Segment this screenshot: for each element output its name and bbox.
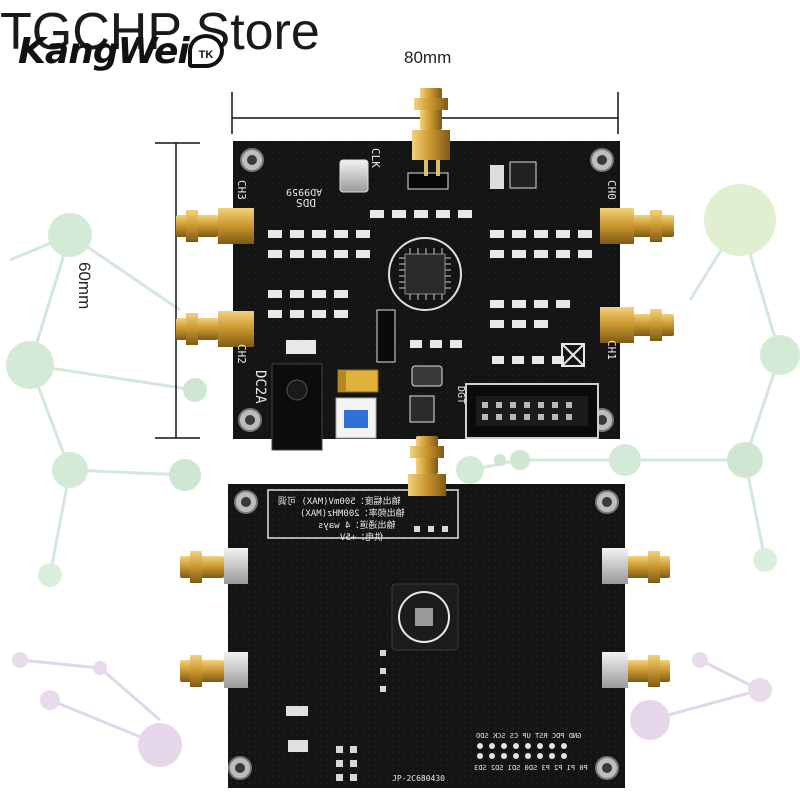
silk-ch3: CH3 [235, 180, 248, 200]
sma-connector-back-top [408, 436, 446, 496]
pin-row-top: GND PDC RST UP CS SCK SDO [476, 732, 582, 740]
silk-ch1: CH1 [605, 340, 618, 360]
silk-dgt: DGT [455, 386, 466, 405]
height-dimension-label: 60mm [75, 262, 94, 310]
spec-line-4: 供电：+5V [340, 533, 384, 543]
pin-row-bottom: P0 P1 P2 P3 SD0 SD1 SD2 SD3 [474, 764, 588, 772]
brand-logo: KangWei TK [18, 30, 228, 74]
sma-connector-front-clk [412, 88, 450, 176]
sma-connector-front-ch1 [600, 307, 674, 343]
sma-connector-front-ch2 [176, 311, 254, 347]
sma-connector-back-right-upper [602, 548, 670, 584]
network-nodes [6, 184, 800, 767]
height-dimension-line [155, 142, 200, 439]
silk-ch0: CH0 [605, 180, 618, 200]
silk-ch2: CH2 [235, 344, 248, 364]
silk-chip-name: AD9959 [286, 186, 323, 197]
silk-clk: CLK [369, 148, 382, 168]
brand-logo-text: KangWei [18, 31, 190, 72]
front-pcb [233, 141, 620, 451]
sma-connector-front-ch0 [600, 208, 674, 244]
part-number: JP-2C680430 [392, 774, 445, 783]
sma-connector-back-left-lower [180, 652, 248, 688]
width-dimension-label: 80mm [404, 48, 452, 67]
back-pcb [228, 484, 625, 788]
sma-connector-back-left-upper [180, 548, 248, 584]
silk-dc: DC2A [252, 370, 268, 404]
brand-logo-badge: TK [188, 34, 224, 68]
silk-dds: DDS [296, 196, 316, 209]
store-watermark: TGCHP Store [0, 3, 320, 61]
sma-connector-back-right-lower [602, 652, 670, 688]
sma-connector-front-ch3 [176, 208, 254, 244]
